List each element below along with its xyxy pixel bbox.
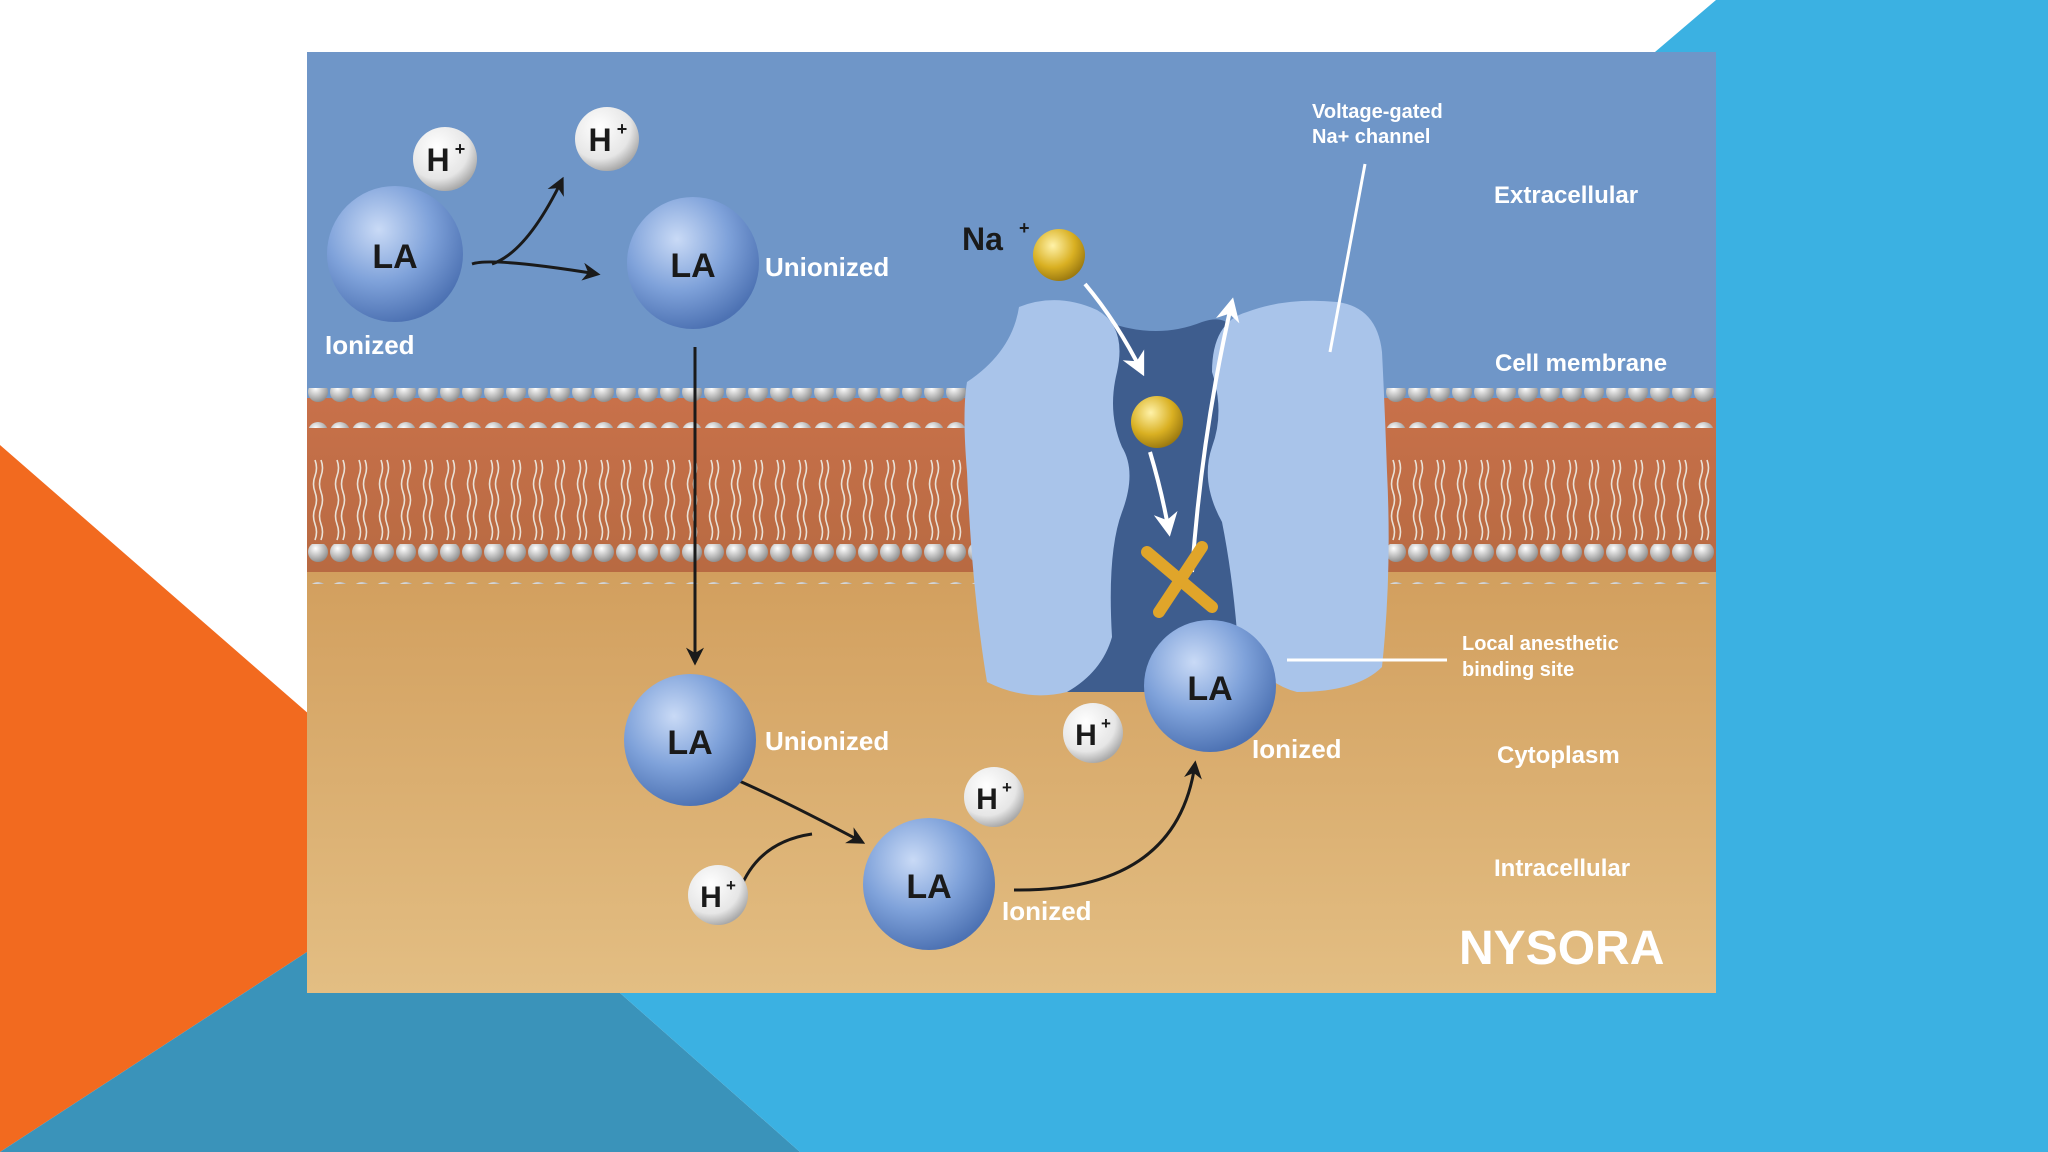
proton: H +: [413, 127, 477, 191]
channel-outflow-arrow: [1190, 297, 1240, 573]
dark-blue-shape: [0, 950, 800, 1152]
channel-callout-line: [1328, 163, 1367, 353]
svg-text:H: H: [588, 122, 611, 158]
protonation-arrow: [736, 778, 866, 844]
orange-triangle-shape: [0, 445, 310, 1152]
la-molecule-ionized-extracellular: LA: [327, 186, 463, 322]
sodium-label: Na: [962, 221, 1003, 257]
sodium-inflow-arrow: [1148, 451, 1178, 537]
la-molecule-ionized-intracellular: LA: [863, 818, 995, 950]
proton-release-arrow: [491, 176, 564, 266]
blocked-x-icon: [1141, 541, 1218, 618]
region-label-extracellular: Extracellular: [1494, 182, 1638, 209]
svg-text:LA: LA: [906, 868, 951, 906]
la-molecule-unionized-extracellular: LA: [627, 197, 759, 329]
svg-text:+: +: [726, 876, 736, 895]
svg-text:LA: LA: [667, 724, 712, 762]
region-label-cell-membrane: Cell membrane: [1495, 350, 1667, 377]
svg-text:H: H: [976, 783, 998, 816]
svg-text:LA: LA: [670, 247, 715, 285]
proton: H +: [964, 767, 1024, 827]
la-molecule-unionized-intracellular: LA: [624, 674, 756, 806]
region-label-cytoplasm: Cytoplasm: [1497, 742, 1620, 769]
svg-text:+: +: [1002, 778, 1012, 797]
blue-corner-shape: [620, 0, 2048, 1152]
svg-text:+: +: [617, 119, 628, 139]
svg-text:H: H: [426, 142, 449, 178]
sodium-inflow-arrow: [1083, 282, 1145, 377]
nysora-logo: NYSORA: [1459, 922, 1664, 975]
svg-text:LA: LA: [372, 238, 417, 276]
sodium-charge: +: [1019, 218, 1030, 238]
state-label-ionized: Ionized: [325, 330, 415, 360]
proton: H +: [575, 107, 639, 171]
channel-label: Na+ channel: [1312, 126, 1430, 148]
state-label-unionized: Unionized: [765, 726, 889, 756]
state-label-ionized: Ionized: [1252, 734, 1342, 764]
svg-text:+: +: [1101, 714, 1111, 733]
sodium-channel: [964, 300, 1389, 696]
dissociation-arrow: [471, 260, 601, 281]
sodium-ion: [1131, 396, 1183, 448]
binding-site-label: binding site: [1462, 659, 1574, 681]
sodium-ion: [1033, 229, 1085, 281]
svg-text:+: +: [455, 139, 466, 159]
channel-right-subunit: [1207, 300, 1389, 692]
proton: H +: [688, 865, 748, 925]
binding-arrow: [1013, 760, 1202, 892]
la-molecule-bound: LA: [1144, 620, 1276, 752]
binding-site-label: Local anesthetic: [1462, 633, 1619, 655]
local-anesthetic-mechanism-diagram: LA LA LA LA LA H + H + H + H + H +: [307, 52, 1716, 993]
channel-label: Voltage-gated: [1312, 101, 1443, 123]
region-label-intracellular: Intracellular: [1494, 855, 1630, 882]
svg-text:LA: LA: [1187, 670, 1232, 708]
proton: H +: [1063, 703, 1123, 763]
svg-text:H: H: [700, 881, 722, 914]
state-label-ionized: Ionized: [1002, 896, 1092, 926]
svg-text:H: H: [1075, 719, 1097, 752]
state-label-unionized: Unionized: [765, 252, 889, 282]
channel-left-subunit: [964, 300, 1130, 696]
